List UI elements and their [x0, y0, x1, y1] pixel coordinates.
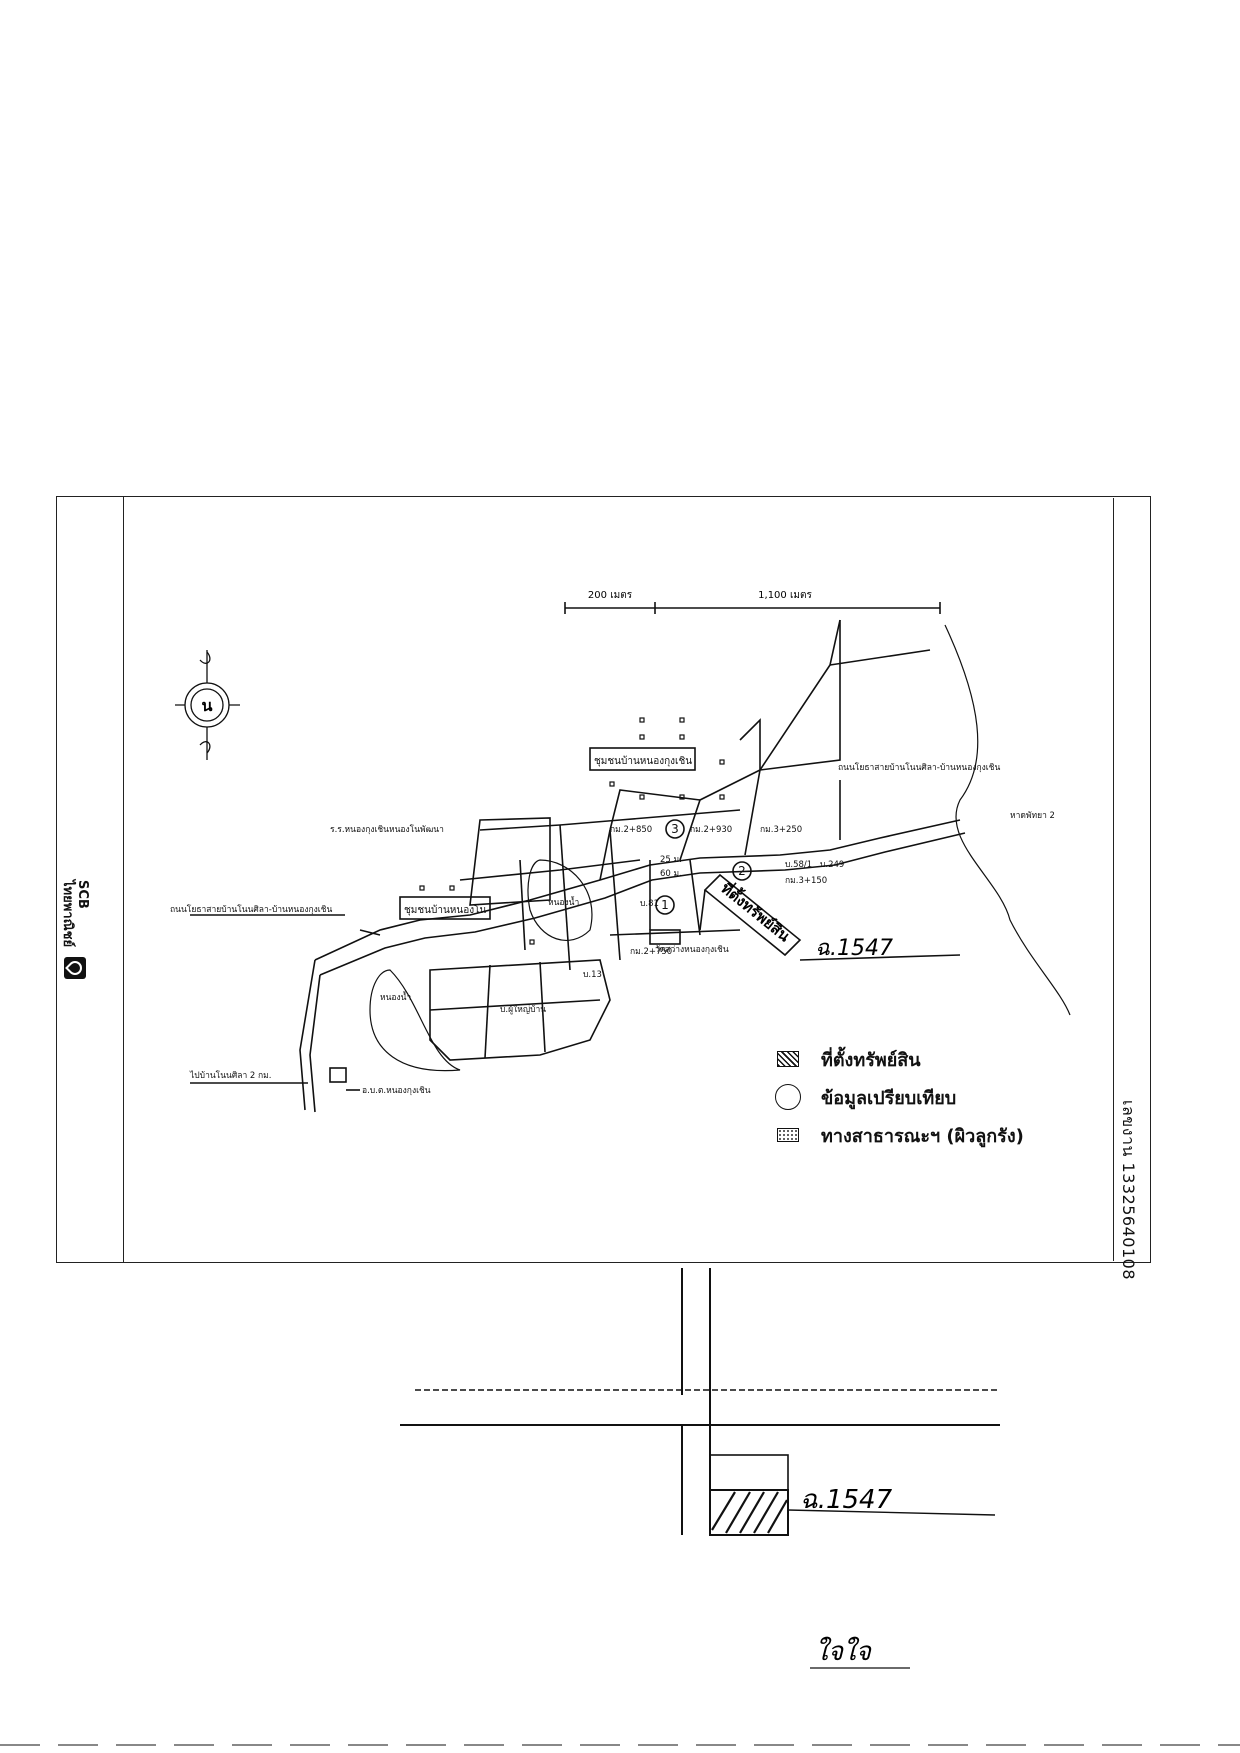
house-58-label: บ.58/1 [785, 860, 812, 870]
temple-label: วัดสว่างหนองกุงเชิน [655, 945, 729, 955]
km-2750-label: กม.2+750 [630, 947, 672, 957]
sketch-plot-property [709, 1489, 789, 1536]
road-west-label: ถนนโยธาสายบ้านโนนศิลา-บ้านหนองกุงเชิน [170, 904, 332, 915]
to-town-label: ไปบ้านโนนศิลา 2 กม. [189, 1070, 271, 1081]
pond-north-label: หนองน้ำ [548, 896, 579, 908]
km-3250-label: กม.3+250 [760, 825, 802, 835]
legend-public-way-label: ทางสาธารณะฯ (ผิวลูกรัง) [821, 1125, 1024, 1147]
km-2850-label: กม.2+850 [610, 825, 652, 835]
north-compass-icon [175, 650, 240, 760]
brand-strip [56, 496, 124, 1263]
sketch-plot-number: ฉ.1547 [800, 1485, 893, 1515]
scale-right-label: 1,100 เมตร [758, 590, 812, 601]
pond-west-label: หนองน้ำ [380, 991, 411, 1003]
legend-property-label: ที่ตั้งทรัพย์สิน [821, 1049, 921, 1071]
plot-number-handwritten: ฉ.1547 [815, 936, 893, 961]
stream [944, 624, 1071, 1016]
office-plot [329, 1067, 347, 1083]
dimension-60-label: 60 ม. [660, 869, 682, 879]
legend-item-public-way: ทางสาธารณะฯ (ผิวลูกรัง) [775, 1116, 1024, 1154]
signature: ใจใจ [815, 1636, 873, 1667]
comparison-1-label: 1 [661, 898, 669, 912]
community-west-label: ชุมชนบ้านหนองโน [404, 903, 486, 916]
office-label: อ.บ.ต.หนองกุงเชิน [362, 1086, 431, 1096]
site-sketch [0, 1268, 1240, 1746]
house-81-label: บ.81 [640, 899, 659, 909]
temple-plot [649, 929, 681, 945]
comparison-2-label: 2 [738, 864, 746, 878]
road-north-label: ถนนโยธาสายบ้านโนนศิลา-บ้านหนองกุงเชิน [838, 762, 1000, 773]
property-location-label: ที่ตั้งทรัพย์สิน [717, 877, 795, 946]
pond-north [527, 859, 593, 941]
comparison-marker-1 [655, 895, 675, 915]
house-13-label: บ.13 [583, 970, 602, 980]
comparison-3-label: 3 [671, 822, 679, 836]
pond-west [369, 969, 461, 1072]
compass-label: น [202, 696, 213, 715]
dotted-area-icon [777, 1128, 799, 1142]
hatch-icon [777, 1051, 799, 1067]
legend-comparison-label: ข้อมูลเปรียบเทียบ [821, 1087, 957, 1109]
community-north-label: ชุมชนบ้านหนองกุงเชิน [594, 755, 692, 767]
village-head-label: บ.ผู้ใหญ่บ้าน [500, 1004, 546, 1015]
sketch-plot-neighbor [709, 1454, 789, 1491]
house-249-label: บ.249 [820, 860, 844, 870]
pattaya-label: หาดพัทยา 2 [1010, 811, 1055, 821]
community-north-box [589, 747, 696, 771]
community-west-box [399, 896, 491, 920]
main-road [314, 819, 961, 961]
circle-icon [775, 1084, 801, 1110]
property-marker [703, 873, 802, 957]
km-2930-label: กม.2+930 [690, 825, 732, 835]
legend-item-comparison: ข้อมูลเปรียบเทียบ [775, 1078, 1024, 1116]
dimension-25-label: 25 ม. [660, 855, 682, 865]
comparison-marker-3 [665, 819, 685, 839]
legend-item-property: ที่ตั้งทรัพย์สิน [775, 1040, 1024, 1078]
km-3150-label: กม.3+150 [785, 876, 827, 886]
property-hatch [711, 1491, 788, 1534]
map-frame [56, 496, 1151, 1263]
map-legend: ที่ตั้งทรัพย์สิน ข้อมูลเปรียบเทียบ ทางสา… [775, 1040, 1024, 1154]
doc-number-strip [1113, 498, 1151, 1261]
scale-left-label: 200 เมตร [588, 590, 633, 601]
comparison-marker-2 [732, 861, 752, 881]
school-label: ร.ร.หนองกุงเชินหนองโนพัฒนา [330, 824, 444, 835]
school-plot [469, 817, 551, 906]
